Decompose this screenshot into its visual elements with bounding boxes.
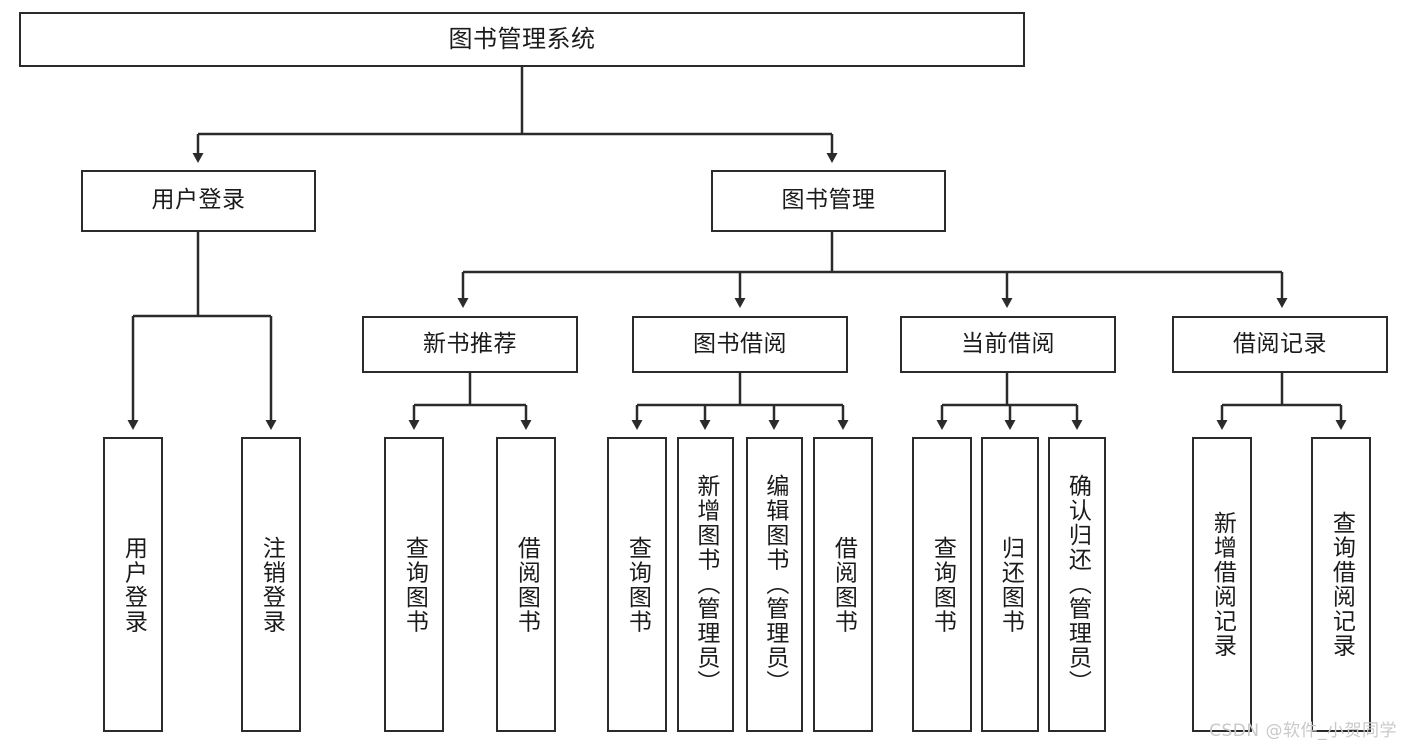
node-root-label: 图书管理系统 bbox=[448, 25, 596, 54]
node-book-management-label: 图书管理 bbox=[781, 187, 876, 214]
leaf-borrow-book-borrow-label: 借阅图书 bbox=[830, 535, 857, 634]
leaf-query-book-borrow[interactable]: 查询图书 bbox=[607, 437, 667, 732]
node-new-book-recommend-label: 新书推荐 bbox=[423, 330, 517, 357]
node-root[interactable]: 图书管理系统 bbox=[19, 12, 1025, 67]
leaf-borrow-book-newbook-label: 借阅图书 bbox=[513, 535, 540, 634]
leaf-query-book-newbook[interactable]: 查询图书 bbox=[384, 437, 444, 732]
leaf-add-borrow-record[interactable]: 新增借阅记录 bbox=[1192, 437, 1252, 732]
node-new-book-recommend[interactable]: 新书推荐 bbox=[362, 316, 578, 373]
leaf-logout[interactable]: 注销登录 bbox=[241, 437, 301, 732]
leaf-add-borrow-record-label: 新增借阅记录 bbox=[1209, 511, 1236, 658]
leaf-confirm-return-admin-label: 确认归还（管理员） bbox=[1064, 474, 1091, 695]
leaf-query-book-borrow-label: 查询图书 bbox=[624, 535, 651, 634]
node-user-login[interactable]: 用户登录 bbox=[81, 170, 316, 232]
leaf-borrow-book-borrow[interactable]: 借阅图书 bbox=[813, 437, 873, 732]
leaf-query-book-current[interactable]: 查询图书 bbox=[912, 437, 972, 732]
leaf-user-login-label: 用户登录 bbox=[120, 535, 147, 634]
node-user-login-label: 用户登录 bbox=[151, 187, 246, 214]
leaf-edit-book-admin-label: 编辑图书（管理员） bbox=[761, 474, 788, 695]
leaf-confirm-return-admin[interactable]: 确认归还（管理员） bbox=[1048, 437, 1106, 732]
node-borrow-record[interactable]: 借阅记录 bbox=[1172, 316, 1388, 373]
node-current-borrow[interactable]: 当前借阅 bbox=[900, 316, 1116, 373]
csdn-watermark: CSDN @软件_小贺同学 bbox=[1209, 721, 1397, 741]
node-borrow-record-label: 借阅记录 bbox=[1233, 330, 1327, 357]
leaf-query-borrow-record-label: 查询借阅记录 bbox=[1328, 511, 1355, 658]
leaf-query-book-newbook-label: 查询图书 bbox=[401, 535, 428, 634]
leaf-return-book-label: 归还图书 bbox=[997, 535, 1024, 634]
leaf-edit-book-admin[interactable]: 编辑图书（管理员） bbox=[746, 437, 803, 732]
leaf-query-book-current-label: 查询图书 bbox=[929, 535, 956, 634]
node-book-management[interactable]: 图书管理 bbox=[711, 170, 946, 232]
leaf-return-book[interactable]: 归还图书 bbox=[981, 437, 1039, 732]
leaf-user-login[interactable]: 用户登录 bbox=[103, 437, 163, 732]
leaf-borrow-book-newbook[interactable]: 借阅图书 bbox=[496, 437, 556, 732]
leaf-query-borrow-record[interactable]: 查询借阅记录 bbox=[1311, 437, 1371, 732]
leaf-logout-label: 注销登录 bbox=[258, 535, 285, 634]
leaf-add-book-admin[interactable]: 新增图书（管理员） bbox=[677, 437, 734, 732]
node-book-borrow-label: 图书借阅 bbox=[693, 330, 787, 357]
node-book-borrow[interactable]: 图书借阅 bbox=[632, 316, 848, 373]
node-current-borrow-label: 当前借阅 bbox=[961, 330, 1055, 357]
leaf-add-book-admin-label: 新增图书（管理员） bbox=[692, 474, 719, 695]
